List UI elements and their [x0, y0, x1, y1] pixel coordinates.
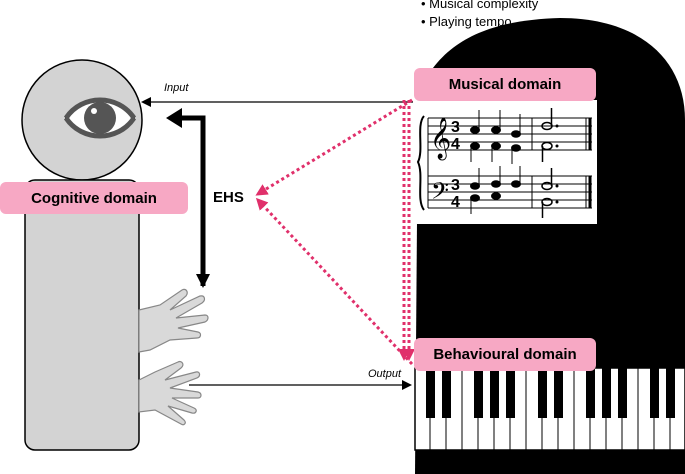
sheet-music: 𝄞 𝄢 3 4 3 4 — [414, 100, 597, 224]
behavioural-domain-box: Behavioural domain — [414, 338, 596, 371]
hand-icon — [138, 288, 209, 426]
note-playing-tempo: • Playing tempo — [421, 14, 512, 29]
cognitive-loop-arrow — [180, 115, 210, 288]
bass-clef-icon: 𝄢 — [431, 177, 449, 210]
note-performance-accuracy: • Performance accuracy — [421, 457, 560, 472]
cognitive-domain-box: Cognitive domain — [0, 182, 188, 214]
note-musical-complexity: • Musical complexity — [421, 0, 539, 11]
time-sig-top-bass: 3 — [451, 177, 460, 194]
time-sig-top-treble: 3 — [451, 119, 460, 136]
brace — [416, 115, 425, 211]
musical-domain-box: Musical domain — [414, 68, 596, 101]
time-sig-bottom-bass: 4 — [451, 194, 460, 211]
cognitive-loop-arrowhead-top — [166, 108, 182, 128]
musical-to-ehs-arrow — [255, 98, 413, 196]
time-sig-bottom-treble: 4 — [451, 136, 460, 153]
eye-icon — [63, 97, 137, 139]
input-label: Input — [164, 82, 189, 94]
behavioural-to-ehs-arrow — [255, 197, 414, 366]
treble-clef-icon: 𝄞 — [430, 117, 451, 160]
piano-keyboard — [414, 367, 685, 451]
output-label: Output — [368, 368, 402, 380]
ehs-label: EHS — [213, 189, 244, 206]
